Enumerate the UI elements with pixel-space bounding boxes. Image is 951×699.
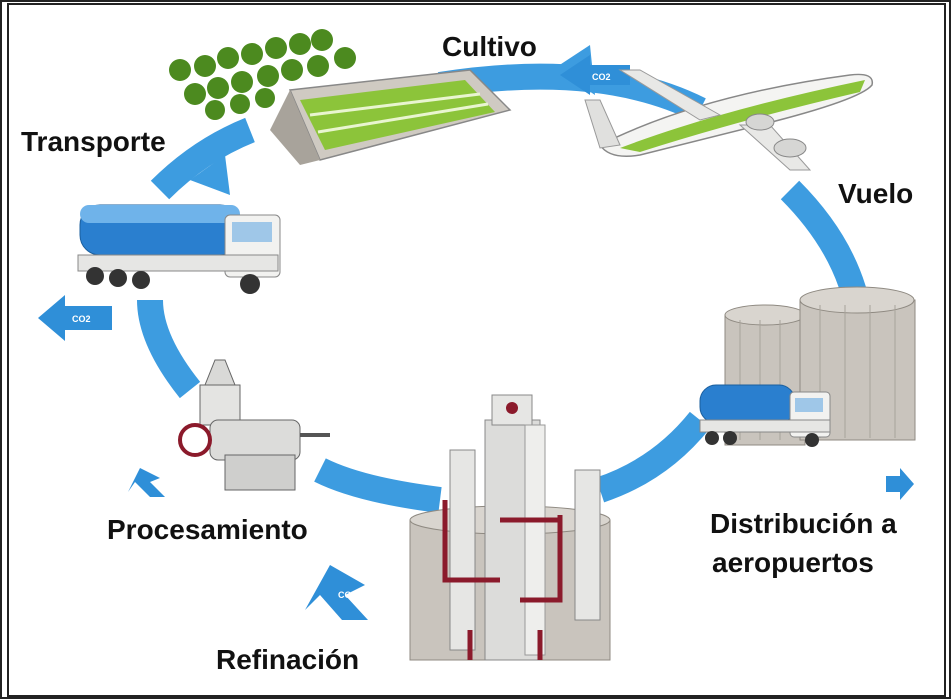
label-distribucion-line1: Distribución a <box>710 508 897 539</box>
field-icon <box>169 29 512 165</box>
label-vuelo: Vuelo <box>838 178 914 209</box>
svg-text:CO2: CO2 <box>592 72 611 82</box>
co2-arrow-cultivo: CO2 <box>560 55 630 95</box>
label-cultivo: Cultivo <box>442 31 537 62</box>
svg-text:CO2: CO2 <box>72 314 91 324</box>
airplane-icon <box>584 69 874 171</box>
co2-arrow-refinacion: CO2 <box>305 565 368 620</box>
label-transporte: Transporte <box>21 126 166 157</box>
label-procesamiento: Procesamiento <box>107 514 308 545</box>
co2-arrow-procesamiento <box>128 468 165 497</box>
fuel-truck-icon <box>699 384 831 447</box>
oil-press-icon <box>178 359 330 491</box>
label-distribucion-line2: aeropuertos <box>712 547 874 578</box>
co2-arrow-transporte: CO2 <box>38 295 112 341</box>
co2-arrow-distribucion <box>886 468 914 500</box>
fuel-truck-icon <box>77 204 281 294</box>
frame-inner-border <box>7 3 946 697</box>
svg-text:CO2: CO2 <box>338 590 357 600</box>
label-refinacion: Refinación <box>216 644 360 675</box>
cycle-arrowhead-left <box>190 155 230 195</box>
refinery-icon <box>409 394 611 661</box>
